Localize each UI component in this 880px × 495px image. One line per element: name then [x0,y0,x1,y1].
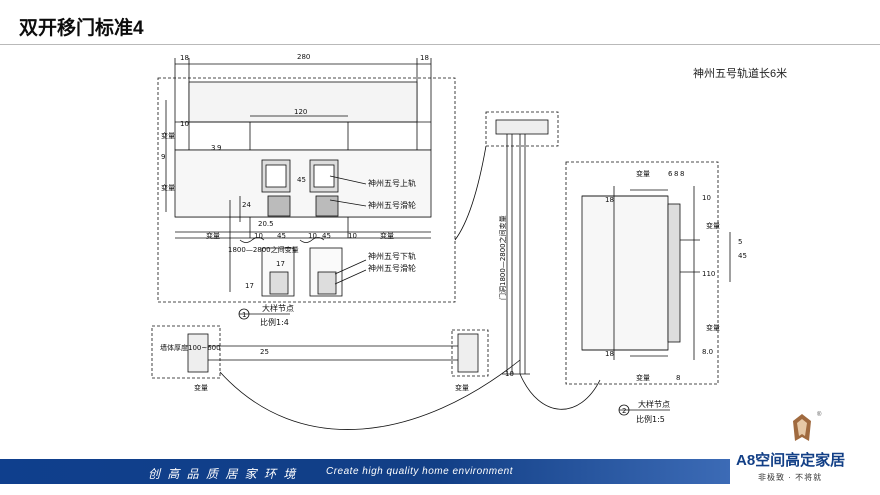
wall-thickness: 墙体厚度100~600 [160,343,221,352]
s2-top-dim-8b: 8 [680,170,684,178]
s2-dim-110: 110 [702,270,715,278]
slogan-cn: 创 高 品 质 居 家 环 境 [148,467,298,481]
detail-scale-one: 比例1:4 [260,317,289,327]
s2-dim-10: 10 [702,194,711,202]
wall-variable-right: 变量 [455,383,469,392]
dim-10-b: 10 [308,232,317,240]
dim-10: 10 [180,120,189,128]
variable-mid-vertical: 变量 [161,183,175,192]
wall-plan-text: 墙体厚度100~600 变量 变量 25 [160,343,469,392]
elevation-dim-10: 10 [505,370,514,378]
dim-45-b: 45 [322,232,331,240]
s2-variable-right-top: 变量 [706,221,720,230]
s2-dim-5: 5 [738,238,742,246]
top-wheel-left [267,195,291,217]
section-one-text: 18 280 18 120 10 9 3 9 45 24 20.5 10 45 … [161,53,429,327]
dim-120: 120 [294,108,307,116]
s2-dim-18-bottom: 18 [605,350,614,358]
rail-length-note: 神州五号轨道长6米 [693,68,788,80]
dim-10-c: 10 [348,232,357,240]
dim-17-top: 17 [276,260,285,268]
dim-18-left: 18 [180,54,189,62]
section-one [157,58,456,320]
dim-3: 3 [211,144,215,152]
s2-dim-45: 45 [738,252,747,260]
title-divider [0,44,880,45]
lower-rail-left [269,271,289,295]
section-two [565,161,731,416]
detail-mark-two: 2 [622,407,626,415]
dim-280: 280 [297,53,310,61]
lower-rail-right [317,271,337,295]
dim-18-right: 18 [420,54,429,62]
top-box-profile [188,81,418,123]
registered-mark-icon: ® [817,412,822,418]
slogan-en: Create high quality home environment [326,466,513,477]
variable-top-vertical: 变量 [161,131,175,140]
section-two-text: 6 8 8 变量 变量 变量 变量 18 18 10 45 5 110 8.0 … [605,169,747,424]
s2-variable-bottom: 变量 [636,373,650,382]
page-title: 双开移门标准4 [19,18,144,39]
brand-tagline: 非极致 · 不将就 [758,473,823,482]
dim-24: 24 [242,201,251,209]
s2-dim-8-0: 8.0 [702,348,713,356]
wall-variable-left: 变量 [194,383,208,392]
label-lower-rail: 神州五号下轨 [368,251,416,261]
label-upper-rail: 神州五号上轨 [368,178,416,188]
s2-dim-8: 8 [676,374,680,382]
wall-plan [151,325,521,430]
gap-range: 1800—2800之间变量 [228,245,299,254]
detail-mark-one: 1 [242,311,246,319]
dim-45: 45 [297,176,306,184]
s2-top-dim-8a: 8 [674,170,678,178]
brand-logo-icon [793,414,811,441]
label-top-wheel: 神州五号滑轮 [368,200,416,210]
s2-dim-18-top: 18 [605,196,614,204]
elevation-text: 门洞1800—2800之间变量 10 [498,215,514,378]
wall-dim-25: 25 [260,348,269,356]
top-wheel-right [315,195,339,217]
elevation [454,111,601,410]
detail-title-one: 大样节点 [262,303,294,313]
dim-9b: 9 [217,144,221,152]
variable-right: 变量 [380,231,394,240]
s2-top-dim-6: 6 [668,170,673,178]
s2-variable-right-bottom: 变量 [706,323,720,332]
door-gap-range: 门洞1800—2800之间变量 [498,215,507,300]
label-bottom-wheel: 神州五号滑轮 [368,263,416,273]
dim-45-a: 45 [277,232,286,240]
dim-17-left: 17 [245,282,254,290]
footer-bar [0,459,730,484]
detail-boundary [157,77,456,303]
dim-20-5: 20.5 [258,220,274,228]
detail-title-two: 大样节点 [638,399,670,409]
variable-left: 变量 [206,231,220,240]
detail-scale-two: 比例1:5 [636,414,665,424]
brand-name: A8空间高定家居 [736,452,846,469]
dim-10-a: 10 [254,232,263,240]
s2-variable-top: 变量 [636,169,650,178]
dim-9: 9 [161,153,165,161]
